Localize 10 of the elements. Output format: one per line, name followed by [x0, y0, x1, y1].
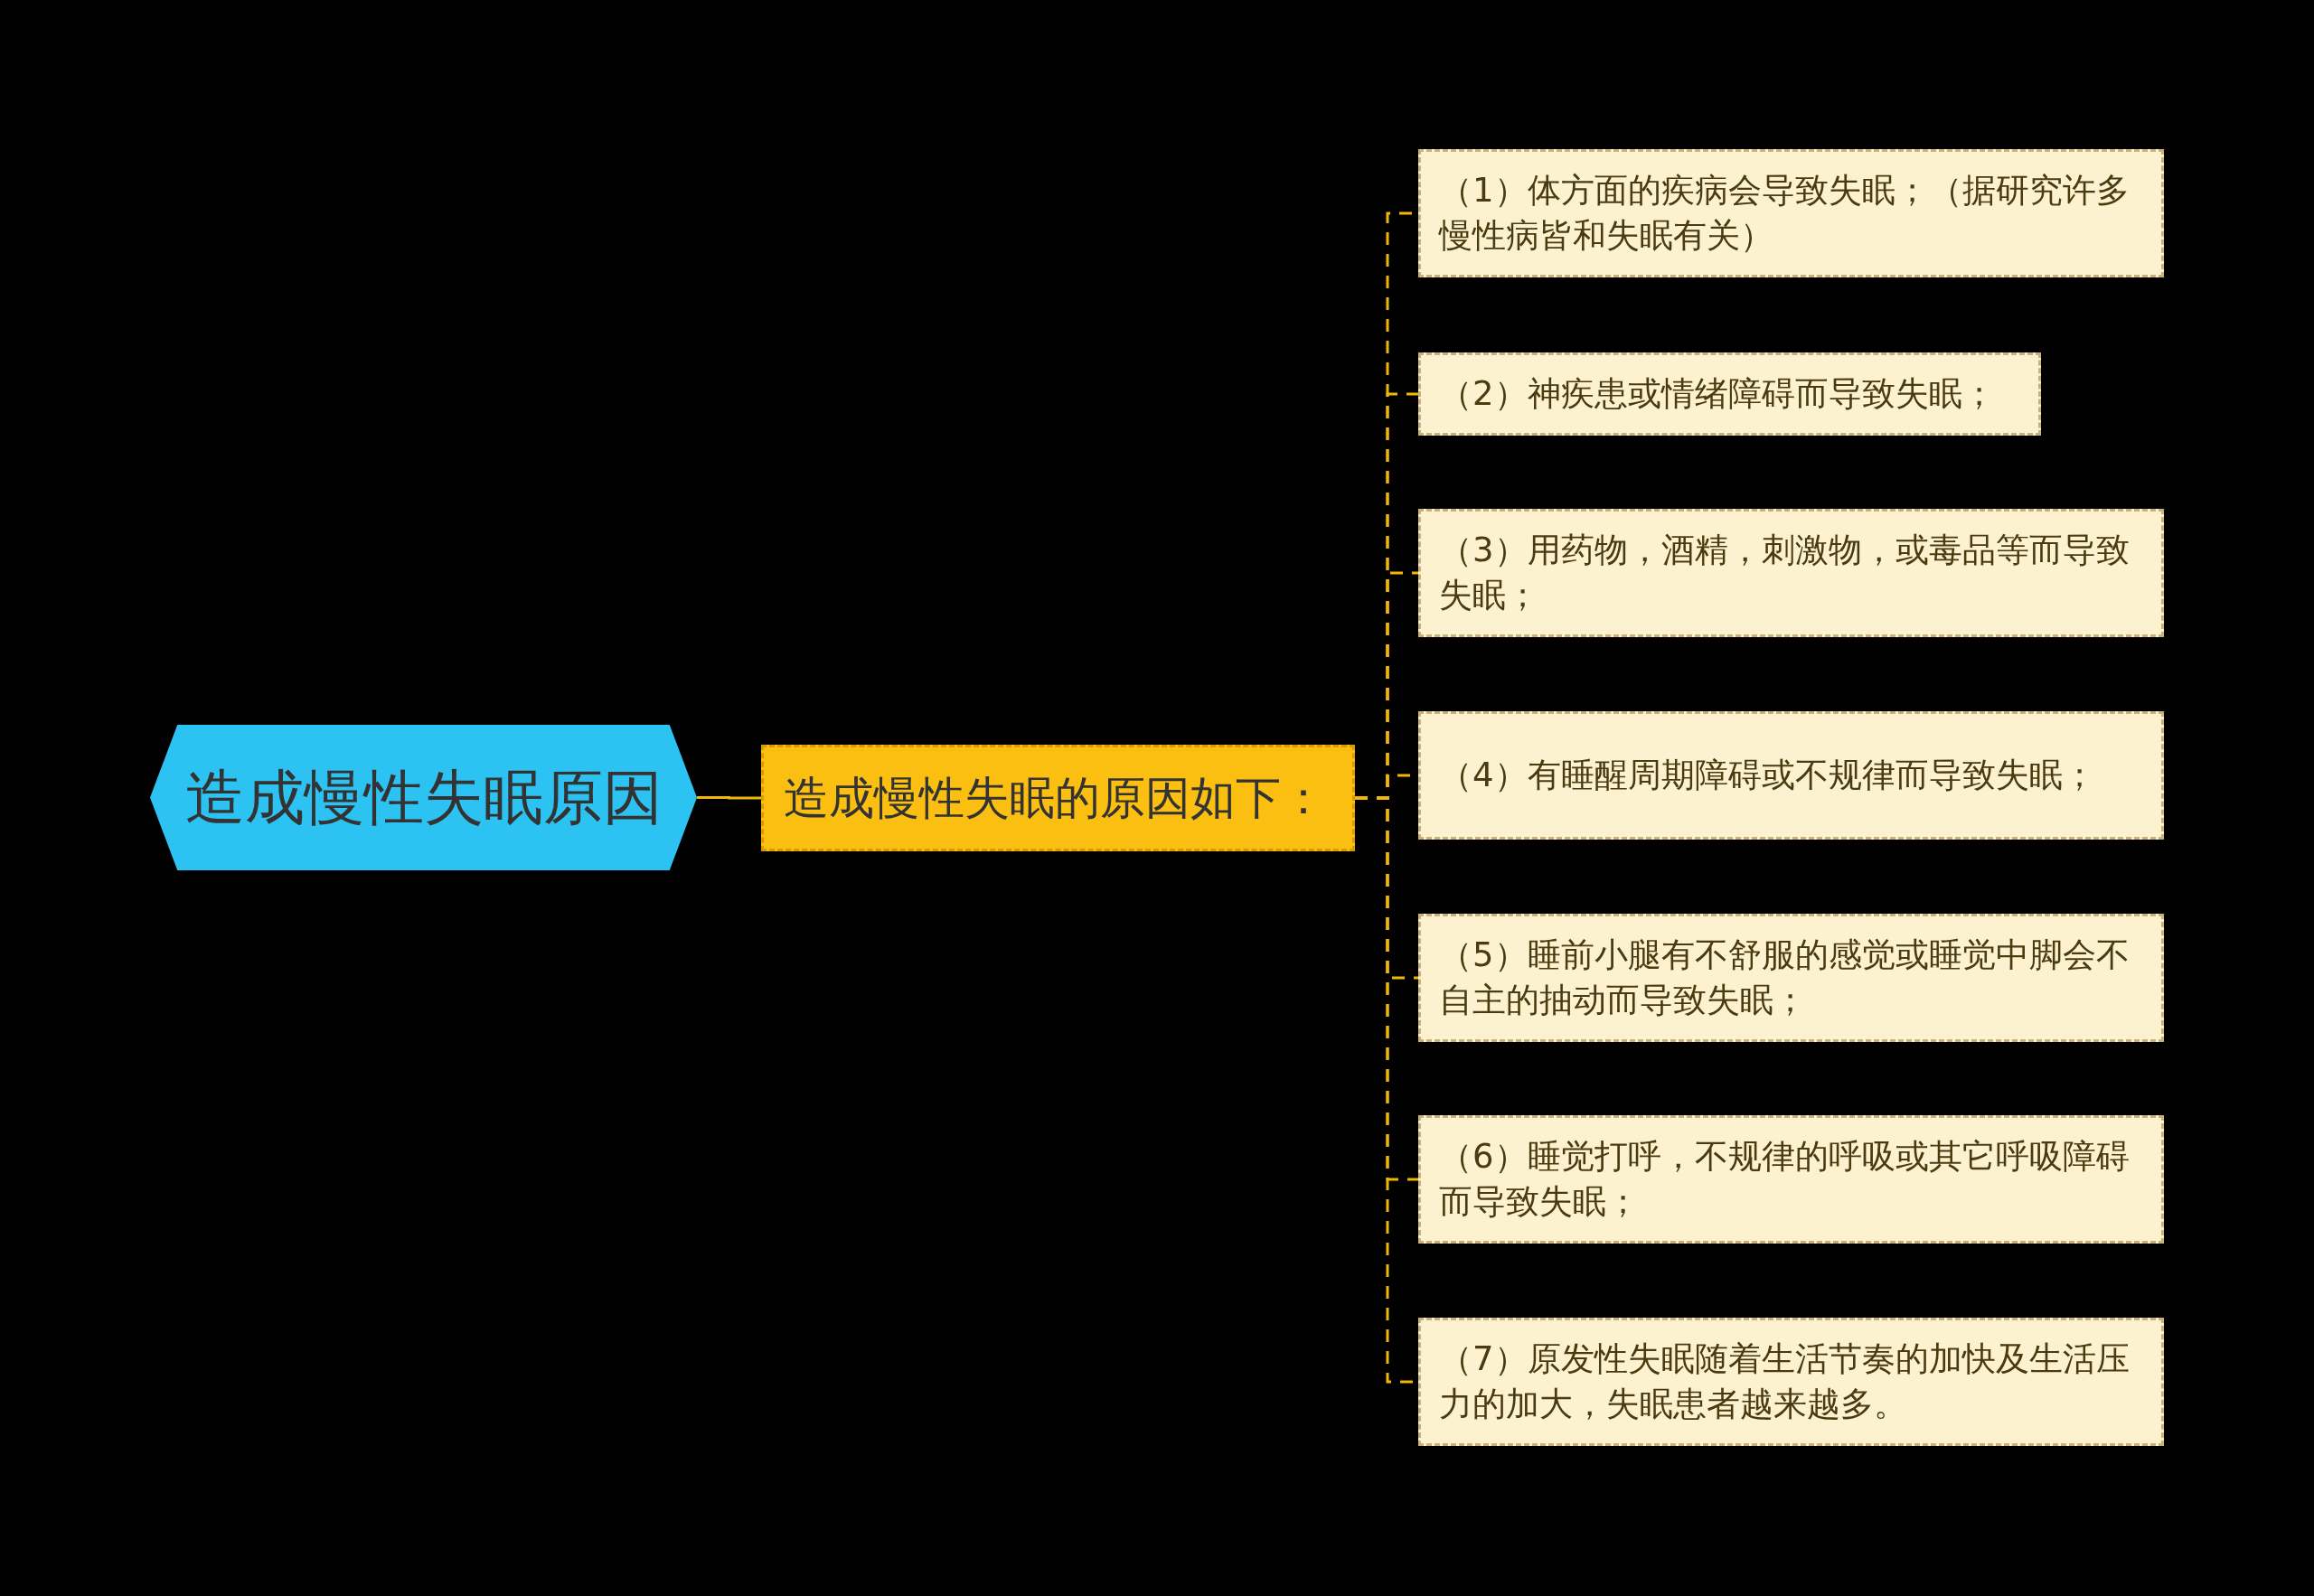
topic-box: （1）体方面的疾病会导致失眠；（据研究许多慢性病皆和失眠有关） — [1418, 149, 2164, 277]
topic-box: （3）用药物，酒精，刺激物，或毒品等而导致失眠； — [1418, 509, 2164, 637]
topic-box: （2）神疾患或情绪障碍而导致失眠； — [1418, 352, 2041, 436]
central-topic: 造成慢性失眠原因 — [150, 725, 697, 870]
connector-line — [697, 796, 761, 800]
topic-box: （7）原发性失眠随着生活节奏的加快及生活压力的加大，失眠患者越来越多。 — [1418, 1318, 2164, 1446]
topic-box: （4）有睡醒周期障碍或不规律而导致失眠； — [1418, 711, 2164, 840]
topic-box: （5）睡前小腿有不舒服的感觉或睡觉中脚会不自主的抽动而导致失眠； — [1418, 914, 2164, 1042]
topic-box: （6）睡觉打呼，不规律的呼吸或其它呼吸障碍而导致失眠； — [1418, 1115, 2164, 1244]
subtopic-box: 造成慢性失眠的原因如下： — [761, 745, 1355, 851]
